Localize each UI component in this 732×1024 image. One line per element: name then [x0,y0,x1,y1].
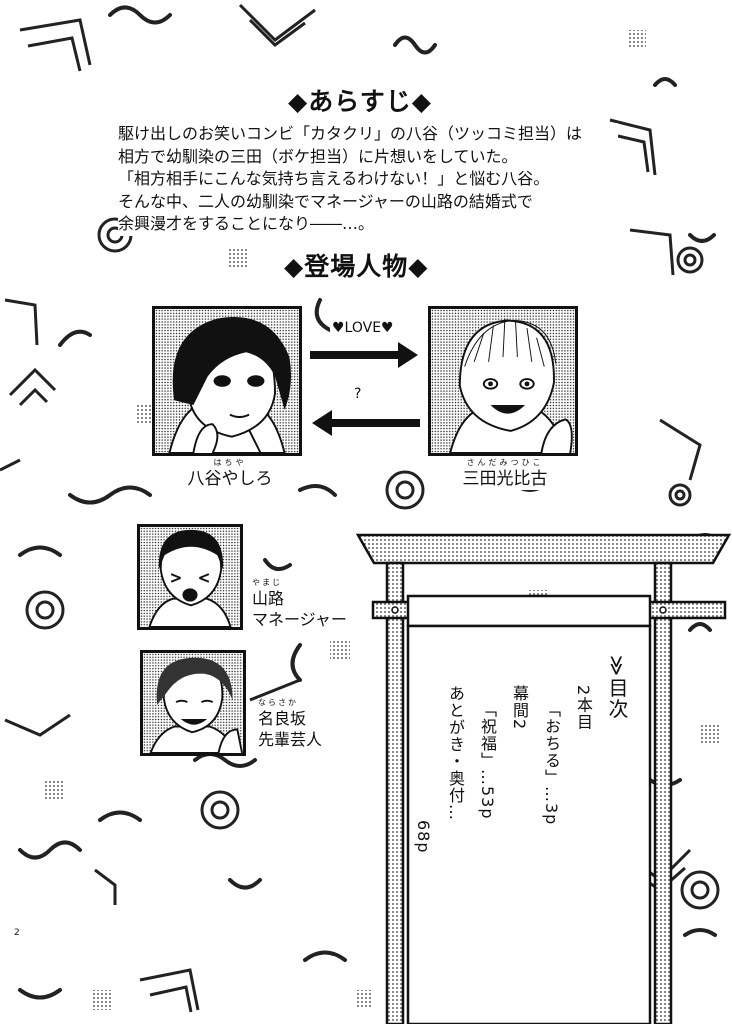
mita-portrait [428,306,578,456]
toc-entry: 幕間2 [510,685,529,731]
hachiya-name-text: 八谷やしろ [187,469,273,489]
question-label: ? [352,386,364,402]
mita-name: さんだみつひこ 三田光比古 [450,458,560,490]
table-of-contents: ≫ 目次 2本目 「おちる」…3p 幕間2 「祝福」…53p あとがき・奥付… … [414,655,630,925]
characters-heading: ◆登場人物◆ [278,250,435,284]
narasaka-portrait [140,650,246,756]
mita-name-text: 三田光比古 [462,469,548,489]
toc-entry: 「おちる」…3p [542,701,561,826]
synopsis-text: 駆け出しのお笑いコンビ「カタクリ」の八谷（ツッコミ担当）は 相方で幼馴染の三田（… [118,123,618,236]
toc-title: ≫ 目次 [604,655,630,925]
synopsis-line: 駆け出しのお笑いコンビ「カタクリ」の八谷（ツッコミ担当）は [118,124,583,143]
love-label: ♥LOVE♥ [330,320,396,336]
yamaji-role: マネージャー [252,610,347,629]
hachiya-name: はちや 八谷やしろ [180,458,280,490]
toc-entry: 「祝福」…53p [478,701,497,820]
chevron-down-icon: ≫ [605,655,629,670]
yamaji-portrait [137,524,243,630]
yamaji-name-text: 山路 [252,589,285,608]
narasaka-ruby: ならさか [258,698,298,707]
narasaka-name: ならさか 名良坂 先輩芸人 [258,698,323,750]
toc-entry: 68p [414,820,433,854]
page-number: 2 [14,928,20,938]
synopsis-line: 「相方相手にこんな気持ち言えるわけない！」と悩む八谷。 [118,169,550,188]
question-arrow [312,410,420,436]
synopsis-line: 相方で幼馴染の三田（ボケ担当）に片想いをしていた。 [118,146,518,166]
narasaka-name-text: 名良坂 [258,709,307,728]
hachiya-portrait [152,306,302,456]
torii-gate [355,533,732,1024]
toc-title-text: 目次 [605,677,629,720]
synopsis-line: 余興漫才をすることになり――…。 [118,214,375,233]
toc-entry: 2本目 [574,685,593,731]
love-arrow [310,342,418,368]
yamaji-name: やまじ 山路 マネージャー [252,578,347,630]
mita-ruby: さんだみつひこ [466,458,544,467]
narasaka-role: 先輩芸人 [258,730,323,749]
yamaji-ruby: やまじ [252,578,282,587]
synopsis-heading: ◆あらすじ◆ [282,85,438,119]
hachiya-ruby: はちや [213,458,247,467]
synopsis-line: そんな中、二人の幼馴染でマネージャーの山路の結婚式で [118,191,533,211]
toc-entry: あとがき・奥付… [446,685,465,821]
